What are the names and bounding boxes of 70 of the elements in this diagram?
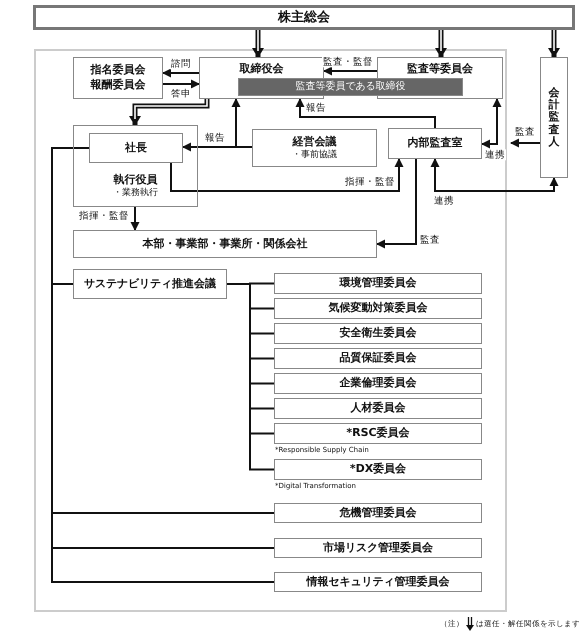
edge-label: 連携: [484, 149, 506, 161]
box-title: 監査等委員である取締役: [296, 80, 406, 94]
arrow: [510, 138, 540, 148]
role-box: [89, 133, 183, 163]
org-box: [73, 269, 227, 299]
box-title: 監査等委員会: [407, 62, 473, 77]
org-box: [540, 57, 568, 178]
org-box: [274, 572, 482, 592]
edge-label: 監査: [419, 234, 441, 246]
member-band: [238, 78, 463, 96]
box-title: 内部監査室: [408, 136, 462, 151]
edge-label: 指揮・監督: [78, 210, 130, 222]
box-title: *RSC委員会: [346, 426, 410, 441]
org-box: [73, 57, 163, 99]
box-title: サステナビリティ推進会議: [84, 276, 216, 292]
org-box: [73, 230, 377, 258]
group-box: [73, 125, 198, 207]
org-box: [274, 323, 482, 344]
edge-label: 指揮・監督: [344, 176, 396, 188]
org-box: [274, 273, 482, 294]
box-title: 環境管理委員会: [340, 276, 416, 291]
box-title: 市場リスク管理委員会: [323, 540, 433, 556]
org-box: [33, 5, 575, 30]
org-box: [274, 348, 482, 369]
box-title: 安全衛生委員会: [340, 326, 416, 341]
arrow: [481, 98, 502, 148]
box-title: 執行役員: [114, 173, 158, 188]
box-title: 取締役会: [240, 62, 284, 77]
arrow: [130, 207, 140, 231]
box-title: 指名委員会: [90, 63, 146, 78]
arrow: [376, 159, 417, 248]
box-title: 気候変動対策委員会: [328, 301, 428, 316]
box-title: 人材委員会: [350, 401, 406, 416]
box-title: 報酬委員会: [90, 78, 146, 93]
edge-label: 答申: [170, 88, 192, 100]
org-box: [274, 398, 482, 419]
box-title: 企業倫理委員会: [340, 376, 416, 391]
arrow: [163, 80, 200, 88]
org-box: [274, 298, 482, 319]
connector-line: [227, 283, 274, 470]
edge-label: 報告: [204, 132, 226, 144]
box-title: 経営会議: [292, 134, 336, 150]
edge-label: 連携: [433, 195, 455, 207]
arrow: [170, 158, 404, 192]
box-title: 情報セキュリティ管理委員会: [306, 574, 450, 590]
edge-label: 監査・監督: [322, 56, 374, 68]
box-subtext: ・事前協議: [292, 150, 337, 162]
box-subtext: ・業務執行: [113, 188, 158, 200]
box-title: *DX委員会: [350, 462, 406, 477]
org-box: [274, 373, 482, 394]
arrow: [430, 158, 558, 192]
box-title: 株主総会: [278, 8, 330, 26]
arrow: [323, 66, 377, 76]
org-box: [274, 538, 482, 558]
box-title: 危機管理委員会: [340, 506, 416, 520]
box-title: 本部・事業部・事業所・関係会社: [142, 236, 308, 252]
arrow: [232, 98, 252, 148]
arrow: [162, 68, 199, 78]
org-box: [377, 57, 503, 99]
org-box: [274, 503, 482, 523]
org-box: [199, 57, 324, 99]
edge-label: 諮問: [170, 58, 192, 70]
edge-label: 報告: [305, 102, 327, 114]
org-box: [252, 129, 377, 167]
box-title: 社長: [125, 140, 147, 156]
edge-label: 監査: [514, 126, 536, 138]
org-box: [388, 128, 482, 159]
box-title: 品質保証委員会: [340, 351, 416, 366]
box-title: 会計監査人: [548, 87, 560, 148]
arrow: [296, 98, 436, 128]
